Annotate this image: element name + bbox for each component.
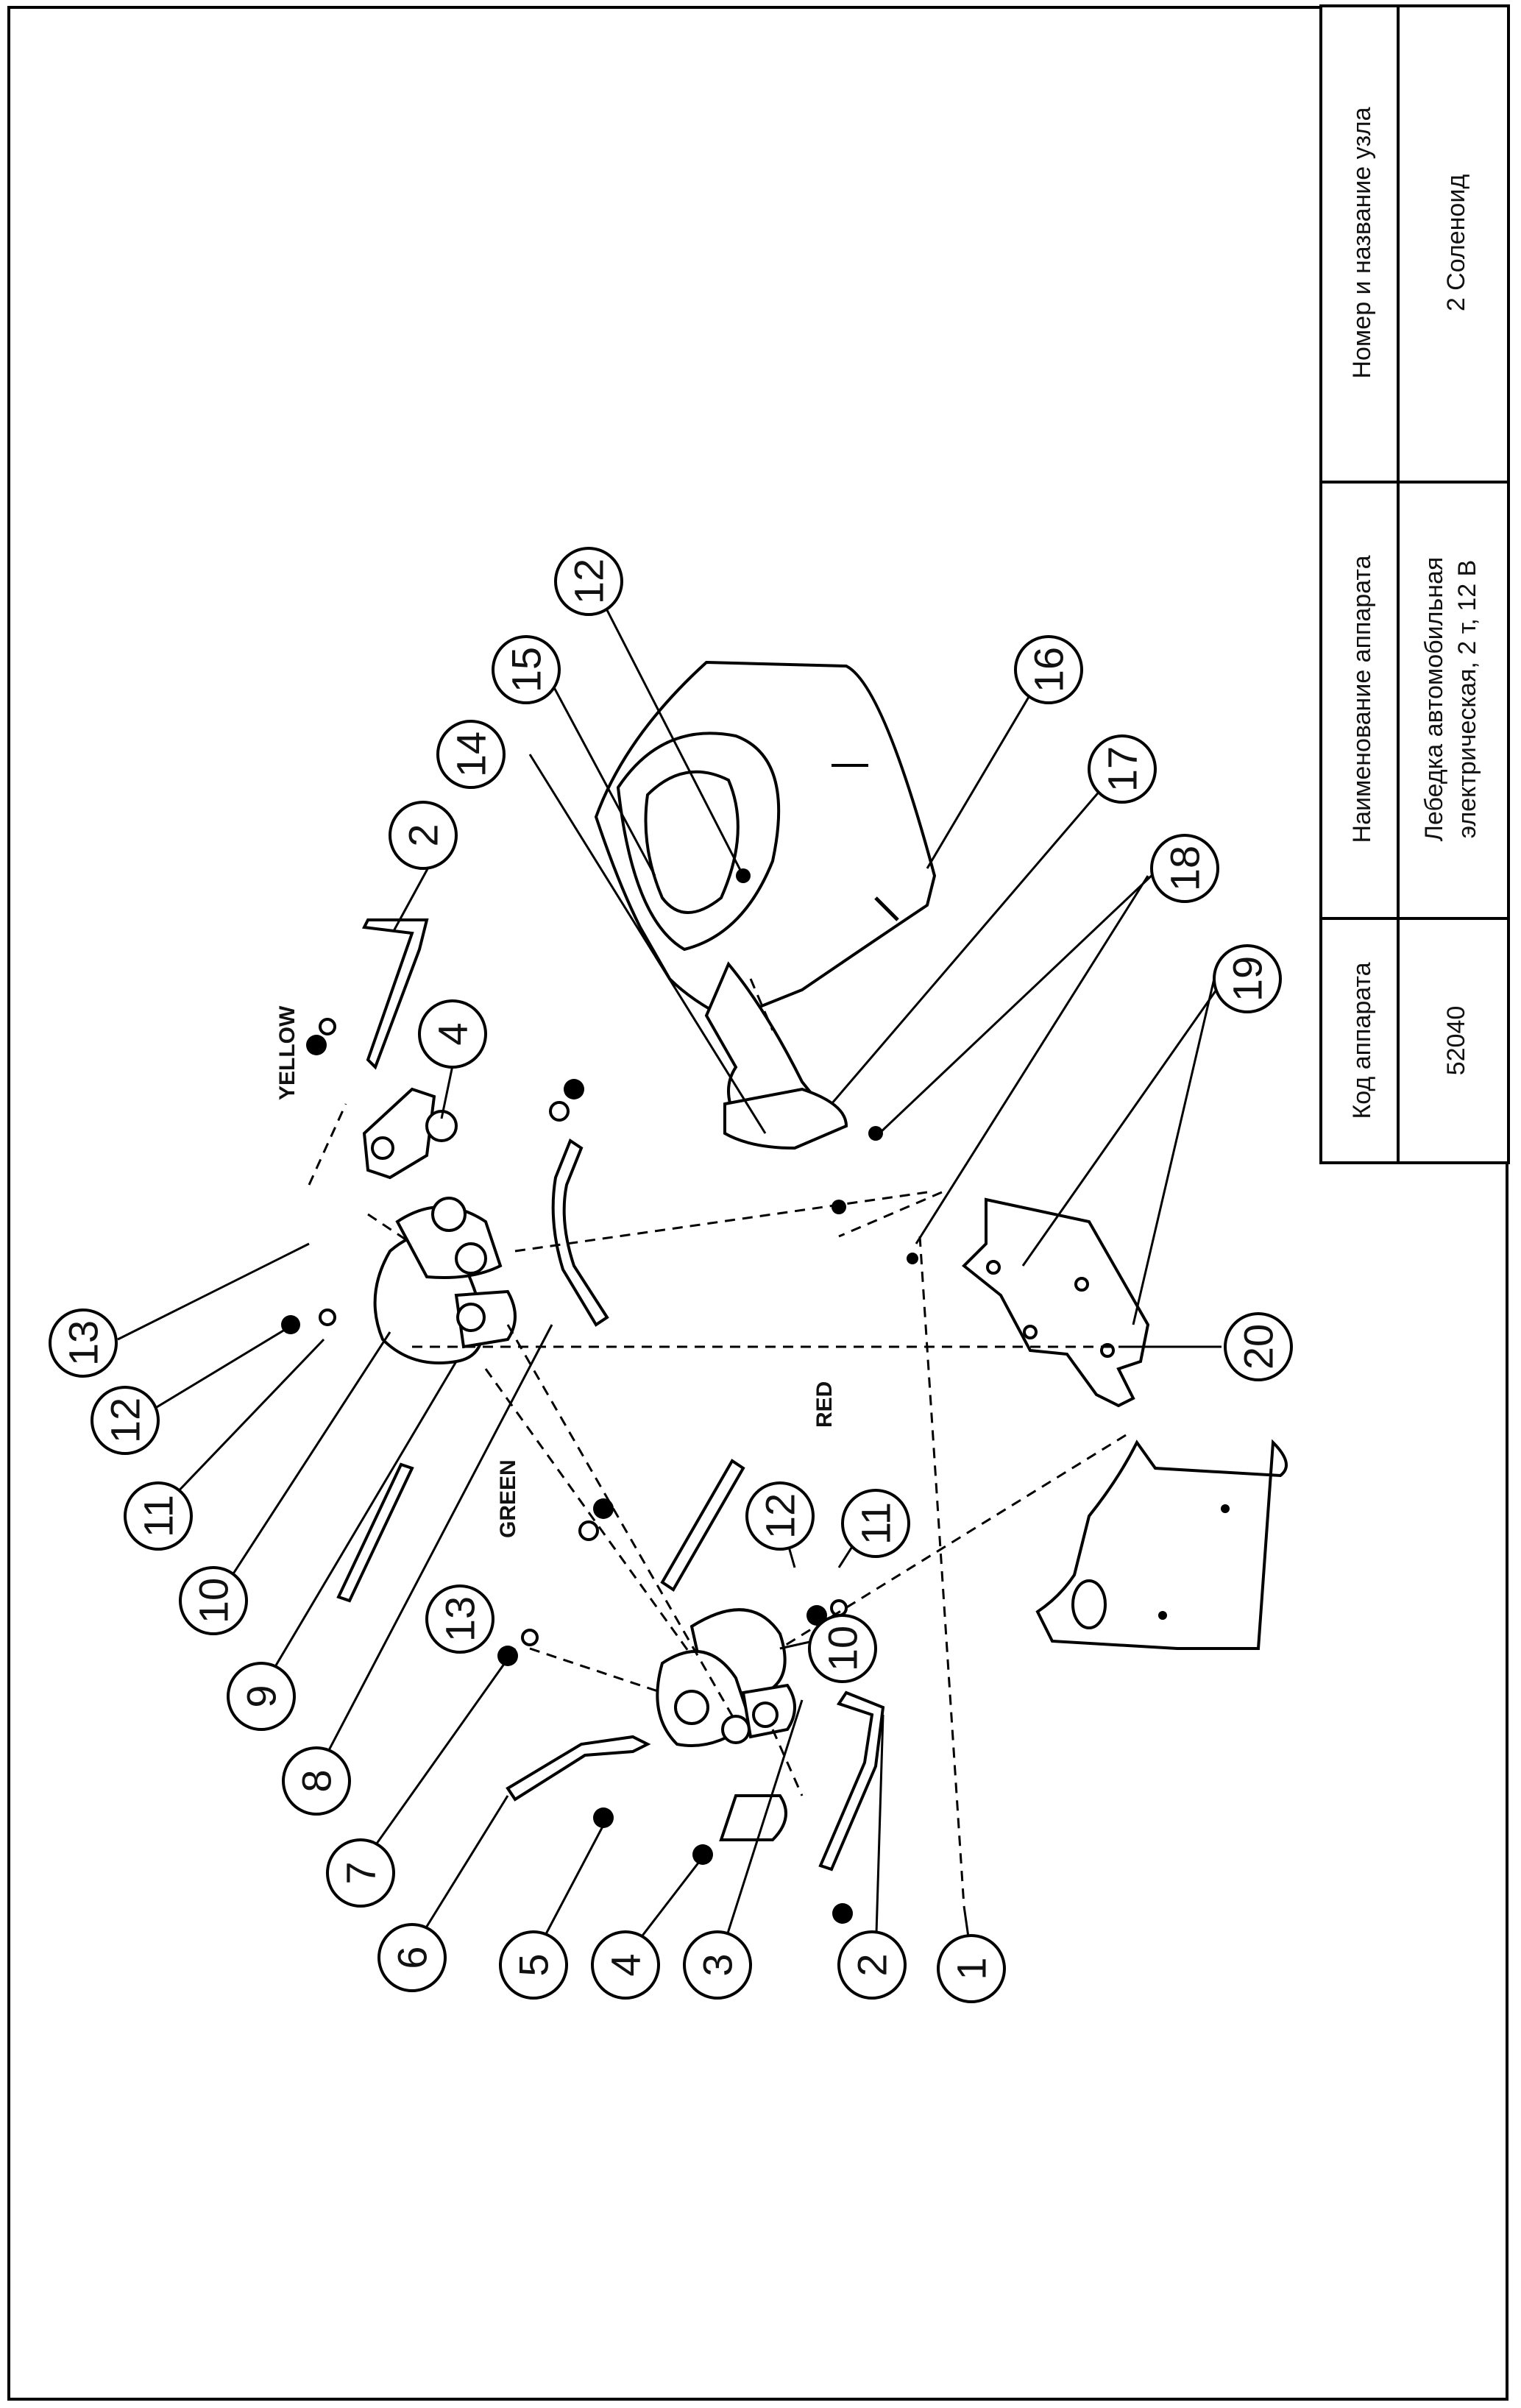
- callout-bubbles: 13 12 11 10 9 8 7 6 5 4 3 2 1 20 19 18 1…: [49, 547, 1293, 2003]
- svg-text:4: 4: [430, 1022, 476, 1045]
- svg-text:8: 8: [294, 1769, 340, 1792]
- svg-text:12: 12: [566, 559, 612, 604]
- svg-text:9: 9: [238, 1685, 285, 1707]
- svg-text:18: 18: [1162, 846, 1208, 891]
- svg-text:2: 2: [400, 824, 447, 846]
- callout-12-left: 12: [91, 1386, 160, 1455]
- svg-text:10: 10: [191, 1578, 237, 1623]
- svg-text:17: 17: [1099, 746, 1146, 792]
- mounting-plate: [962, 1197, 1150, 1408]
- callout-5: 5: [499, 1930, 568, 2000]
- callout-3: 3: [683, 1930, 752, 2000]
- wire-label-red: RED: [812, 1381, 837, 1428]
- callout-16: 16: [1014, 635, 1083, 704]
- svg-text:12: 12: [102, 1398, 149, 1443]
- svg-text:12: 12: [757, 1493, 804, 1539]
- hardware: [281, 1018, 918, 1924]
- svg-text:14: 14: [448, 732, 494, 777]
- svg-text:7: 7: [338, 1861, 384, 1884]
- winch-housing: [594, 660, 937, 1150]
- upper-solenoid: [362, 1087, 517, 1364]
- callout-18: 18: [1150, 834, 1219, 903]
- col1-value: 52040: [1442, 1006, 1470, 1076]
- col3-value: 2 Соленоид: [1442, 174, 1470, 311]
- svg-text:1: 1: [949, 1957, 995, 1980]
- callout-4-upper: 4: [418, 999, 487, 1069]
- callout-7: 7: [326, 1838, 395, 1908]
- svg-text:13: 13: [437, 1596, 483, 1642]
- svg-text:13: 13: [60, 1320, 107, 1366]
- base-plate: [1035, 1439, 1288, 1650]
- svg-text:19: 19: [1224, 956, 1271, 1002]
- callout-4-lower: 4: [591, 1930, 660, 2000]
- cables: [336, 918, 885, 1871]
- svg-text:20: 20: [1235, 1324, 1282, 1370]
- callout-10-left: 10: [179, 1566, 248, 1635]
- callout-11-mid: 11: [841, 1489, 910, 1558]
- callout-13-left: 13: [49, 1309, 118, 1378]
- assembly-lines: [308, 978, 1207, 1907]
- drawing-frame: [7, 6, 1508, 2401]
- svg-text:10: 10: [820, 1626, 866, 1671]
- col3-header: Номер и название узла: [1348, 107, 1376, 378]
- col2-value-line2: электрическая, 2 т, 12 В: [1453, 560, 1481, 839]
- callout-14: 14: [436, 720, 506, 789]
- svg-text:3: 3: [695, 1953, 741, 1976]
- svg-text:11: 11: [135, 1495, 182, 1537]
- lower-solenoid: [656, 1608, 796, 1841]
- callout-2-upper: 2: [389, 801, 458, 870]
- callout-2-lower: 2: [837, 1930, 907, 2000]
- wire-label-yellow: YELLOW: [275, 1005, 299, 1100]
- callout-6: 6: [377, 1923, 447, 1992]
- svg-text:11: 11: [853, 1502, 899, 1545]
- callout-15: 15: [492, 635, 561, 704]
- svg-text:2: 2: [849, 1953, 896, 1976]
- callout-20: 20: [1224, 1312, 1293, 1381]
- callout-17: 17: [1088, 734, 1157, 804]
- callout-10-mid: 10: [808, 1614, 877, 1683]
- callout-12-mid: 12: [745, 1481, 815, 1551]
- col2-value-line1: Лебедка автомобильная: [1420, 557, 1448, 842]
- svg-text:15: 15: [503, 647, 550, 693]
- svg-text:4: 4: [603, 1953, 649, 1976]
- svg-text:16: 16: [1026, 647, 1072, 693]
- wire-label-green: GREEN: [496, 1459, 520, 1538]
- callout-8: 8: [282, 1746, 351, 1816]
- svg-text:5: 5: [511, 1953, 557, 1976]
- title-block: Номер и название узла 2 Соленоид Наимено…: [1319, 4, 1510, 1164]
- callout-13-mid: 13: [425, 1584, 494, 1654]
- callout-11-left: 11: [124, 1481, 193, 1551]
- callout-9: 9: [227, 1662, 296, 1731]
- svg-text:6: 6: [389, 1946, 436, 1969]
- col2-header: Наименование аппарата: [1348, 555, 1376, 843]
- callout-12-top: 12: [554, 547, 623, 616]
- callout-1: 1: [937, 1934, 1006, 2003]
- col1-header: Код аппарата: [1348, 962, 1376, 1119]
- callout-19: 19: [1213, 944, 1282, 1013]
